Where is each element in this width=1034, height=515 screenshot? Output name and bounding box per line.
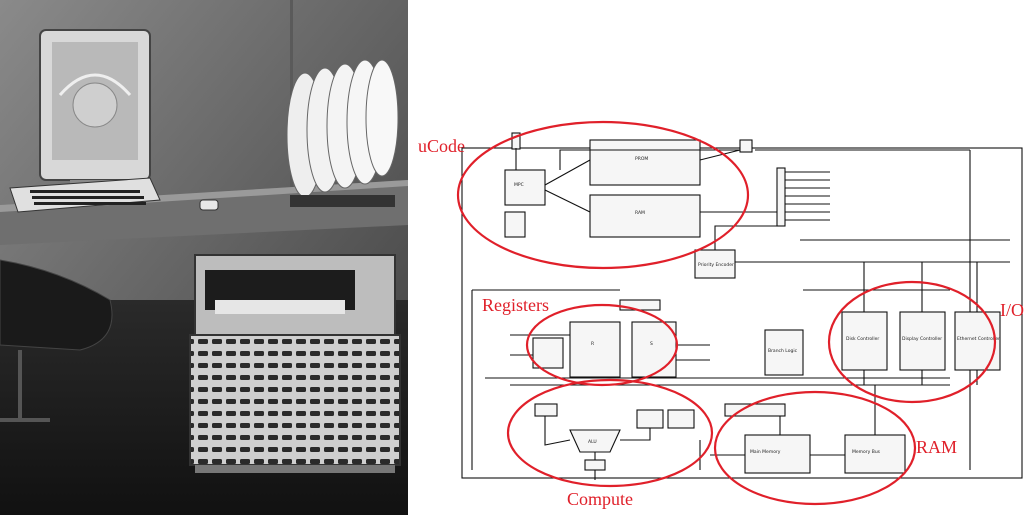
branch-logic-block [764,329,804,376]
ucode-annotation: uCode [418,136,465,156]
disk-controller-block [841,311,888,371]
r-registers-label: R [591,341,594,347]
mpc-label: MPC [514,182,524,188]
alu-label: ALU [588,439,597,445]
branch-logic-label: Branch Logic [768,348,798,354]
prom-label: PROM [635,156,648,162]
disk-controller-label: Disk Controller [846,336,879,342]
main-memory-block [744,434,811,474]
mouse [199,199,219,211]
ram-ring [713,390,917,506]
ucode-ring [456,120,750,270]
alu-block [569,429,621,453]
ethernet-controller-label: Ethernet Controller [957,336,1000,342]
io-annotation: I/O [1000,300,1024,320]
block-diagram: MPC PROM RAM Priority Encoder R S Branch… [418,120,1024,509]
s-registers-label: S [650,341,653,347]
s-registers-block [631,321,677,378]
computer-photo [0,0,408,515]
ram-control-block [589,194,701,238]
io-ring [827,280,997,404]
display-controller-label: Display Controller [902,336,942,342]
display-controller-block [899,311,946,371]
chair [0,259,113,351]
registers-annotation: Registers [482,295,549,315]
memory-bus-block [844,434,906,474]
ram-annotation: RAM [916,437,957,457]
alto-cabinet [189,254,401,473]
r-registers-block [569,321,621,378]
main-memory-label: Main Memory [750,449,781,455]
mpc-block [504,169,546,206]
compute-ring [506,378,714,488]
ram-control-label: RAM [635,210,645,216]
prom-block [589,139,701,186]
registers-ring [525,303,679,387]
memory-bus-label: Memory Bus [852,449,881,455]
compute-annotation: Compute [567,489,633,509]
priority-encoder-label: Priority Encoder [698,262,734,268]
disk-packs [286,59,399,207]
